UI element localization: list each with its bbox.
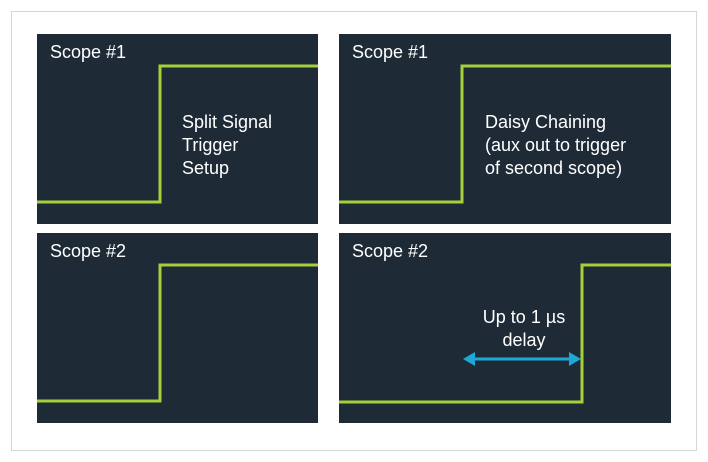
delay-caption: Up to 1 µs delay	[482, 307, 566, 350]
scope2-daisy-panel: Scope #2 Up to 1 µs delay	[339, 233, 671, 423]
panel-title: Scope #2	[50, 241, 127, 261]
scope2-daisy-trace	[339, 263, 671, 404]
panel-title: Scope #1	[50, 42, 127, 62]
split-signal-caption: Split Signal Trigger Setup	[182, 112, 273, 178]
scope1-split-panel: Scope #1 Split Signal Trigger Setup	[37, 34, 318, 224]
panel-title: Scope #1	[352, 42, 429, 62]
scope1-daisy-trace	[339, 64, 671, 204]
panel-title: Scope #2	[352, 241, 429, 261]
scope1-split-trace	[37, 64, 318, 204]
scope2-split-panel: Scope #2	[37, 233, 318, 423]
daisy-chaining-caption: Daisy Chaining (aux out to trigger of se…	[485, 112, 627, 178]
scope2-split-trace	[37, 263, 318, 403]
delay-double-arrow-icon	[463, 352, 581, 366]
scope1-daisy-panel: Scope #1 Daisy Chaining (aux out to trig…	[339, 34, 671, 224]
